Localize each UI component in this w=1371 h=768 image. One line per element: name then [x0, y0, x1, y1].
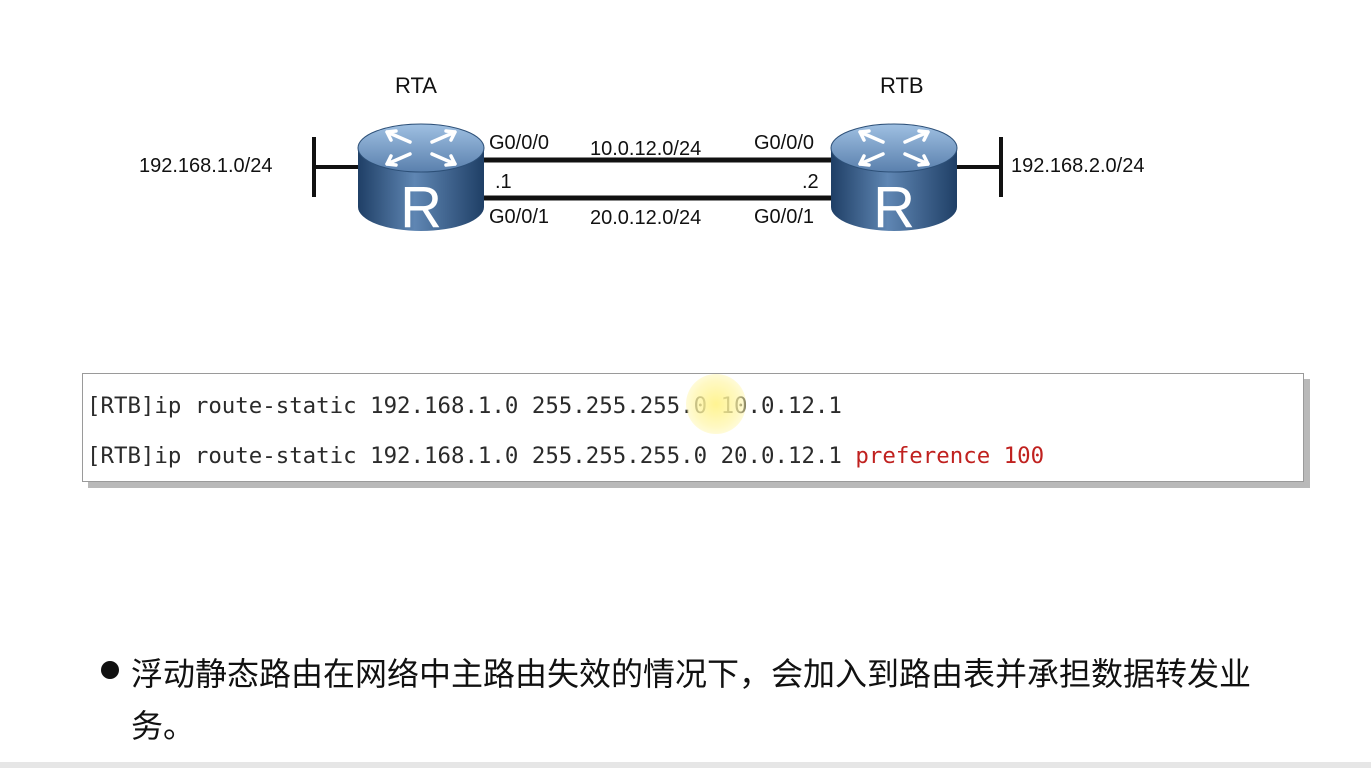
router-a-name: RTA [395, 73, 437, 98]
rtb-g000-interface-label: G0/0/0 [754, 132, 815, 154]
router-b-icon: R [830, 123, 958, 240]
rta-g001-interface-label: G0/0/1 [489, 206, 550, 228]
link-1-network-label: 10.0.12.0/24 [590, 138, 702, 160]
rtb-g001-interface-label: G0/0/1 [754, 206, 815, 228]
command-line-2-main: [RTB]ip route-static 192.168.1.0 255.255… [87, 443, 856, 469]
link-2-network-label: 20.0.12.0/24 [590, 207, 702, 229]
pointer-highlight [686, 374, 746, 434]
svg-text:R: R [873, 175, 915, 240]
svg-text:R: R [400, 175, 442, 240]
lan-b-segment [955, 137, 1003, 197]
bullet-text: 浮动静态路由在网络中主路由失效的情况下，会加入到路由表并承担数据转发业务。 [131, 655, 1252, 745]
bullet-dot-icon [101, 661, 119, 679]
preference-keyword: preference 100 [855, 443, 1045, 469]
router-b-name: RTB [880, 73, 924, 98]
rta-g000-interface-label: G0/0/0 [489, 132, 550, 154]
command-line-2: [RTB]ip route-static 192.168.1.0 255.255… [87, 445, 1044, 467]
rta-host-id-label: .1 [495, 171, 512, 193]
router-a-icon: R [357, 123, 485, 240]
lan-a-segment [312, 137, 360, 197]
command-line-1: [RTB]ip route-static 192.168.1.0 255.255… [87, 393, 842, 419]
network-topology-diagram: R R [312, 123, 1003, 240]
lan-a-network-label: 192.168.1.0/24 [139, 155, 273, 177]
bottom-scrollbar[interactable] [0, 762, 1371, 768]
rtb-host-id-label: .2 [802, 171, 819, 193]
lan-b-network-label: 192.168.2.0/24 [1011, 155, 1145, 177]
